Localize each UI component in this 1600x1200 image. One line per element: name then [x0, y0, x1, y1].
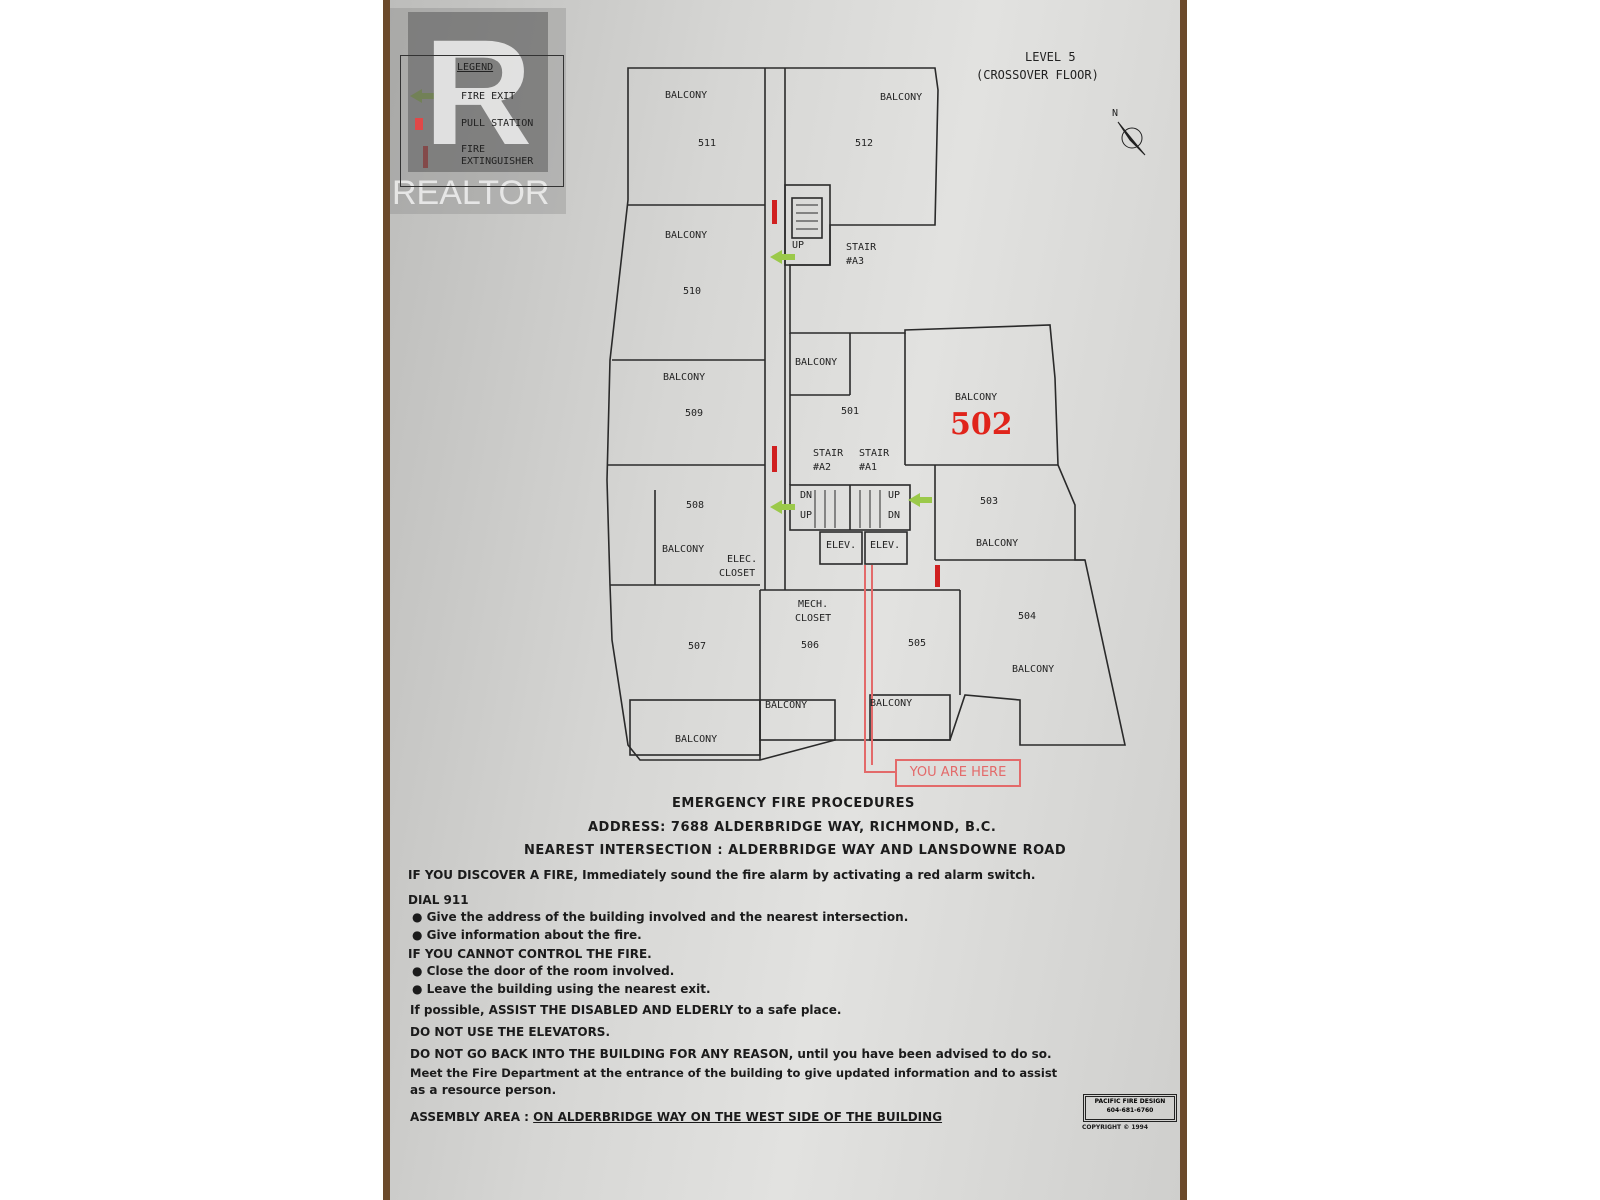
- realtor-watermark: R REALTOR: [390, 8, 566, 214]
- unit-507: 507: [688, 641, 707, 652]
- stair-up-label: UP: [792, 240, 805, 251]
- unit-512: 512: [855, 138, 874, 149]
- legend-title: LEGEND: [457, 62, 494, 73]
- level-title: LEVEL 5: [1025, 50, 1076, 64]
- extinguisher-icon: [772, 200, 777, 224]
- north-label: N: [1112, 108, 1119, 119]
- balcony-label: BALCONY: [880, 92, 923, 103]
- you-are-here-marker: YOU ARE HERE: [895, 759, 1021, 787]
- legend-pull-station: PULL STATION: [461, 118, 534, 129]
- procedures-title: EMERGENCY FIRE PROCEDURES: [672, 796, 915, 811]
- pull-station-icon: [415, 118, 423, 130]
- balcony-label: BALCONY: [795, 357, 838, 368]
- cannot-control: IF YOU CANNOT CONTROL THE FIRE.: [408, 947, 652, 961]
- elec-closet-label: ELEC.: [727, 554, 758, 565]
- balcony-label: BALCONY: [665, 90, 708, 101]
- assist-disabled: If possible, ASSIST THE DISABLED AND ELD…: [410, 1003, 842, 1017]
- balcony-label: BALCONY: [1012, 664, 1055, 675]
- you-are-here-path: [864, 565, 895, 773]
- cannot-item: ● Close the door of the room involved.: [412, 964, 675, 978]
- mech-closet-label: CLOSET: [795, 613, 832, 624]
- elec-closet-label: CLOSET: [719, 568, 756, 579]
- dial-item: ● Give information about the fire.: [412, 928, 642, 942]
- maker-phone: 604-681-6760: [1106, 1107, 1154, 1114]
- balcony-label: BALCONY: [955, 392, 998, 403]
- stair-a3-id: #A3: [846, 256, 865, 267]
- balcony-label: BALCONY: [665, 230, 708, 241]
- dial-911: DIAL 911: [408, 893, 469, 907]
- stair-a2-label: STAIR: [813, 448, 844, 459]
- elevator: [819, 531, 863, 565]
- meet-fire-dept: Meet the Fire Department at the entrance…: [410, 1066, 1058, 1080]
- unit-510: 510: [683, 286, 702, 297]
- dial-item: ● Give the address of the building invol…: [412, 910, 909, 924]
- maker-name: PACIFIC FIRE DESIGN: [1094, 1098, 1166, 1105]
- legend-extinguisher: FIRE EXTINGUISHER: [461, 144, 534, 167]
- fire-exit-icon: [908, 493, 932, 507]
- fire-exit-icon: [770, 500, 795, 514]
- extinguisher-icon: [935, 565, 940, 587]
- stair-dn-label: DN: [800, 490, 813, 501]
- stair-a1-id: #A1: [859, 462, 878, 473]
- balcony-label: BALCONY: [765, 700, 808, 711]
- unit-502-highlight: 502: [950, 407, 1013, 442]
- unit-503: 503: [980, 496, 999, 507]
- stair-a3: [784, 184, 831, 266]
- maker-logo: PACIFIC FIRE DESIGN 604-681-6760: [1083, 1094, 1177, 1122]
- balcony-label: BALCONY: [675, 734, 718, 745]
- balcony-label: BALCONY: [870, 698, 913, 709]
- stair-up-label: UP: [800, 510, 813, 521]
- nearest-intersection: NEAREST INTERSECTION : ALDERBRIDGE WAY A…: [524, 843, 1067, 858]
- copyright: COPYRIGHT © 1994: [1082, 1124, 1149, 1131]
- fire-exit-icon: [770, 250, 795, 264]
- elevator: [864, 531, 908, 565]
- unit-509: 509: [685, 408, 704, 419]
- stair-up-label: UP: [888, 490, 901, 501]
- stair-a2-id: #A2: [813, 462, 832, 473]
- unit-506: 506: [801, 640, 820, 651]
- stair-a1-label: STAIR: [859, 448, 890, 459]
- elevator-label: ELEV.: [870, 540, 901, 551]
- balcony-label: BALCONY: [662, 544, 705, 555]
- realtor-logo-icon: R: [408, 12, 548, 172]
- unit-511: 511: [698, 138, 717, 149]
- cannot-item: ● Leave the building using the nearest e…: [412, 982, 711, 996]
- discover-fire: IF YOU DISCOVER A FIRE, Immediately soun…: [408, 868, 1036, 882]
- realtor-wordmark: REALTOR: [392, 174, 550, 212]
- mech-closet-label: MECH.: [798, 599, 829, 610]
- balcony-label: BALCONY: [976, 538, 1019, 549]
- do-not-go-back: DO NOT GO BACK INTO THE BUILDING FOR ANY…: [410, 1047, 1052, 1061]
- meet-fire-dept-2: as a resource person.: [410, 1083, 557, 1097]
- unit-505: 505: [908, 638, 927, 649]
- legend: LEGEND FIRE EXIT PULL STATION FIRE EXTIN…: [400, 55, 564, 187]
- no-elevators: DO NOT USE THE ELEVATORS.: [410, 1025, 611, 1039]
- elevator-label: ELEV.: [826, 540, 857, 551]
- unit-504: 504: [1018, 611, 1037, 622]
- level-subtitle: (CROSSOVER FLOOR): [976, 68, 1099, 82]
- unit-501: 501: [841, 406, 860, 417]
- stair-a3-label: STAIR: [846, 242, 877, 253]
- assembly-area: ASSEMBLY AREA : ON ALDERBRIDGE WAY ON TH…: [410, 1110, 943, 1124]
- assembly-location: ON ALDERBRIDGE WAY ON THE WEST SIDE OF T…: [533, 1110, 943, 1124]
- extinguisher-icon: [772, 446, 777, 472]
- balcony-label: BALCONY: [663, 372, 706, 383]
- unit-508: 508: [686, 500, 705, 511]
- stair-dn-label: DN: [888, 510, 901, 521]
- legend-fire-exit: FIRE EXIT: [461, 91, 516, 102]
- compass: [1117, 121, 1146, 156]
- address: ADDRESS: 7688 ALDERBRIDGE WAY, RICHMOND,…: [588, 820, 997, 835]
